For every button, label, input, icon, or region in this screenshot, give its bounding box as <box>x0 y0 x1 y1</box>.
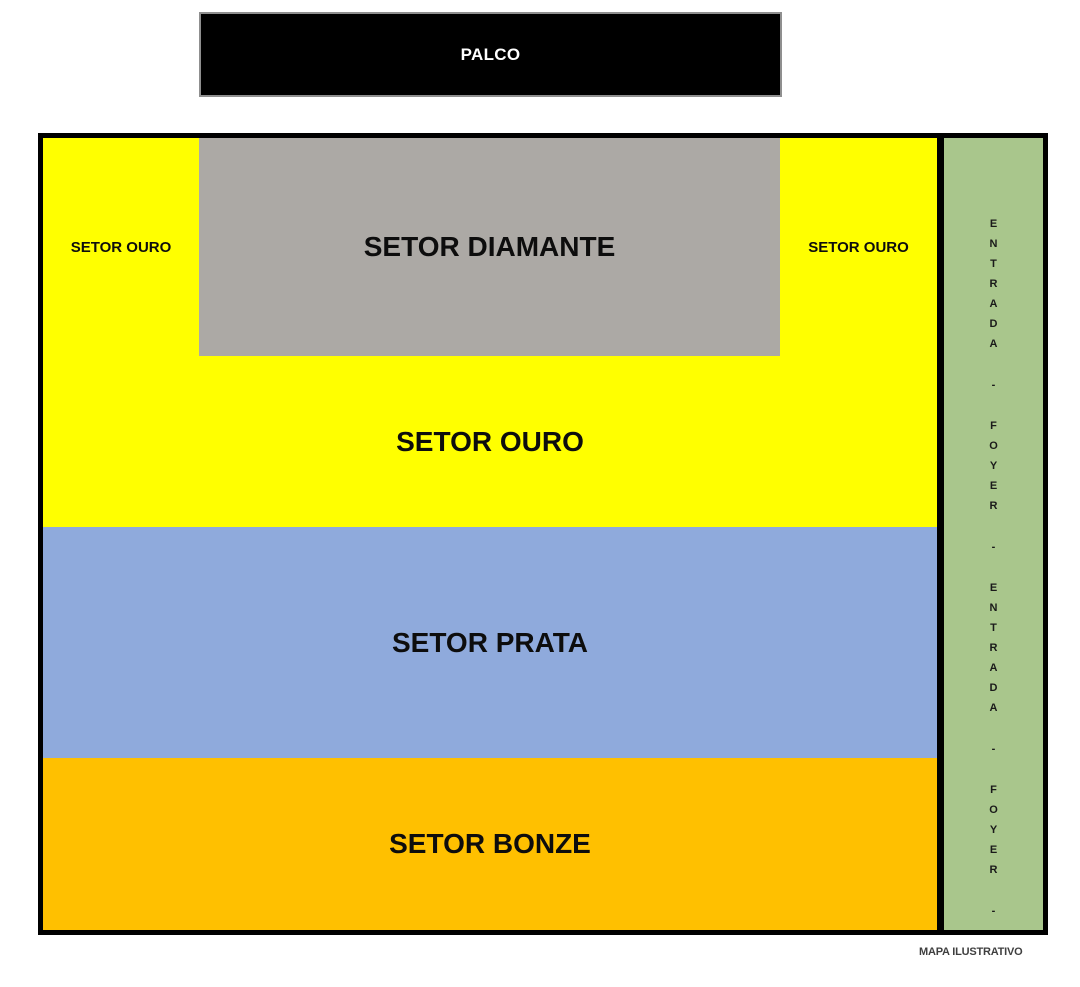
sector-diamante-label: SETOR DIAMANTE <box>363 231 616 262</box>
entrance-char: E <box>989 480 998 492</box>
strip-divider <box>937 138 944 930</box>
entrance-char: O <box>989 804 998 816</box>
entrance-char: Y <box>989 824 998 836</box>
entrance-char: N <box>989 238 998 250</box>
entrance-char: T <box>990 622 997 634</box>
stage-label: PALCO <box>460 44 521 64</box>
entrance-char: R <box>989 500 998 512</box>
entrance-separator: - <box>991 541 996 553</box>
entrance-char: E <box>989 582 998 594</box>
sector-bonze-label: SETOR BONZE <box>389 828 591 859</box>
entrance-char: R <box>989 642 998 654</box>
map-note: MAPA ILUSTRATIVO <box>919 946 1023 958</box>
sector-prata-label: SETOR PRATA <box>391 626 588 658</box>
entrance-char: D <box>989 318 998 330</box>
sector-ouro-label: SETOR OURO <box>396 425 584 457</box>
sector-ouro-left: SETOR OURO <box>43 138 199 356</box>
entrance-char: D <box>989 682 998 694</box>
sector-ouro-left-label: SETOR OURO <box>70 238 172 256</box>
seating-area: SETOR OURO SETOR DIAMANTE SETOR OURO SET… <box>43 138 937 930</box>
entrance-char: A <box>989 338 998 350</box>
entrance-char: E <box>989 218 998 230</box>
top-row: SETOR OURO SETOR DIAMANTE SETOR OURO <box>43 138 937 356</box>
sector-ouro-right-label: SETOR OURO <box>808 238 909 256</box>
sector-bonze: SETOR BONZE <box>43 758 937 930</box>
entrance-char: E <box>989 844 998 856</box>
stage: PALCO <box>199 12 782 97</box>
entrance-char: Y <box>989 460 998 472</box>
entrance-char: A <box>989 298 998 310</box>
entrance-char: R <box>989 278 998 290</box>
entrance-separator: - <box>991 379 996 391</box>
entrance-separator: - <box>991 905 996 917</box>
entrance-char: F <box>990 420 997 432</box>
entrance-char: O <box>989 440 998 452</box>
sector-ouro-right: SETOR OURO <box>780 138 937 356</box>
map-outline: SETOR OURO SETOR DIAMANTE SETOR OURO SET… <box>38 133 1048 935</box>
sector-prata: SETOR PRATA <box>43 527 937 758</box>
entrance-char: N <box>989 602 998 614</box>
entrance-char: F <box>990 784 997 796</box>
entrance-char: T <box>990 258 997 270</box>
sector-diamante: SETOR DIAMANTE <box>199 138 780 356</box>
entrance-char: A <box>989 702 998 714</box>
entrance-separator: - <box>991 743 996 755</box>
sector-ouro: SETOR OURO <box>43 356 937 527</box>
entrance-char: A <box>989 662 998 674</box>
entrance-char: R <box>989 864 998 876</box>
